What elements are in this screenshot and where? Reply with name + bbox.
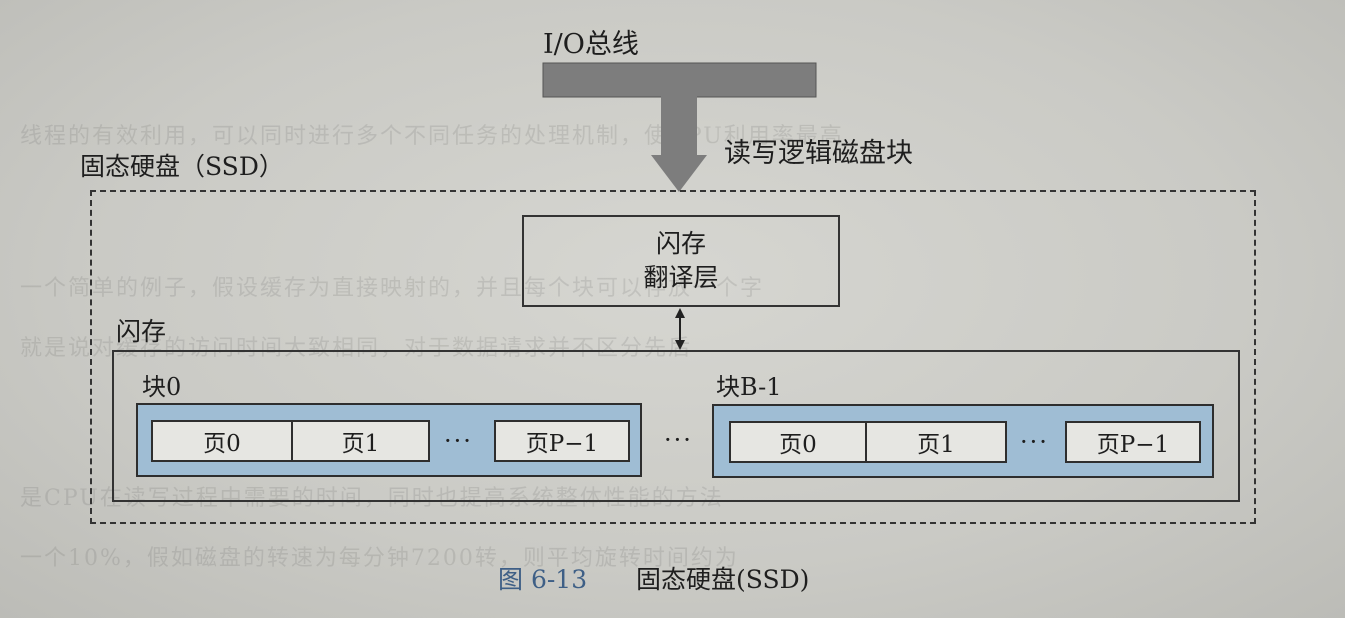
background-bleed-text: 就是说对缓存的访问时间大致相同，对于数据请求并不区分先后: [20, 336, 693, 361]
io-bus-arrowhead: [651, 155, 707, 192]
block-last: 页0 页1 ··· 页P−1: [712, 404, 1214, 478]
block-last-label: 块B-1: [716, 373, 782, 401]
flash-translation-layer-box: 闪存 翻译层: [522, 215, 840, 307]
connector-arrowhead-down: [675, 340, 685, 350]
ftl-line2: 翻译层: [643, 263, 719, 292]
block-0-page-1: 页1: [341, 431, 380, 457]
block-0-page-last: 页P−1: [494, 420, 630, 462]
background-bleed-text: 是CPU在读写过程中需要的时间，同时也提高系统整体性能的方法: [20, 486, 724, 511]
background-bleed-text: 线程的有效利用，可以同时进行多个不同任务的处理机制，使CPU利用率最高: [20, 124, 844, 149]
block-0-page-row: 页0 页1: [151, 420, 430, 462]
io-bus-bar: [542, 62, 817, 98]
block-last-page-row: 页0 页1: [729, 421, 1007, 463]
block-0-ellipsis: ···: [444, 427, 473, 455]
ssd-label: 固态硬盘（SSD）: [80, 152, 284, 181]
block-0: 页0 页1 ··· 页P−1: [136, 403, 642, 477]
connector-arrowhead-up: [675, 308, 685, 318]
background-bleed-text: 一个简单的例子，假设缓存为直接映射的，并且每个块可以存放一个字: [20, 276, 765, 301]
figure-number: 图 6-13: [498, 565, 588, 594]
block-0-page-0: 页0: [153, 422, 293, 460]
figure-title: 固态硬盘(SSD): [636, 565, 810, 594]
io-bus-stem: [661, 96, 697, 156]
block-last-page-last: 页P−1: [1065, 421, 1201, 463]
block-last-page-0: 页0: [731, 423, 867, 461]
between-blocks-ellipsis: ···: [664, 426, 693, 454]
ssd-boundary: [90, 190, 1256, 524]
flash-label: 闪存: [116, 317, 167, 346]
io-bus-label: I/O总线: [543, 29, 639, 60]
flash-memory-box: [112, 350, 1240, 502]
block-0-label: 块0: [142, 373, 182, 401]
block-last-page-1: 页1: [917, 432, 955, 458]
block-last-ellipsis: ···: [1020, 428, 1049, 456]
read-write-label: 读写逻辑磁盘块: [724, 138, 913, 169]
ftl-line1: 闪存: [655, 229, 706, 258]
background-bleed-text: 一个10%，假如磁盘的转速为每分钟7200转，则平均旋转时间约为: [20, 546, 739, 571]
